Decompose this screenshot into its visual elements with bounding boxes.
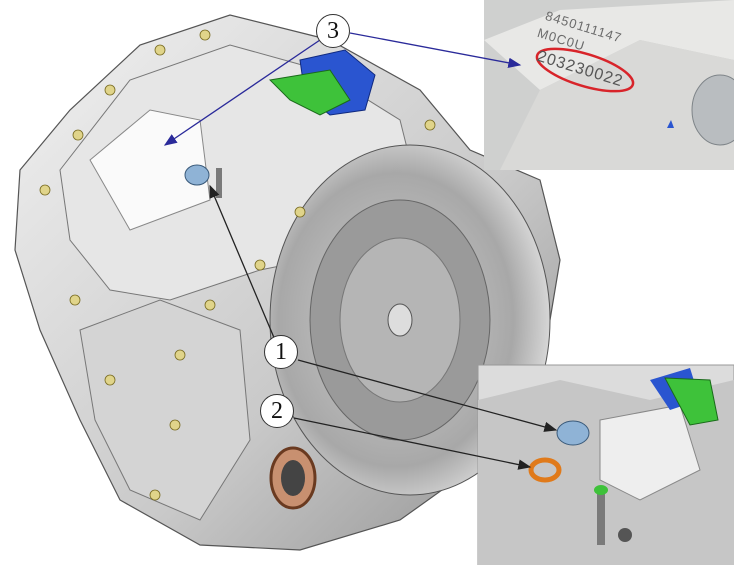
bolts [39, 29, 436, 501]
mount-bracket [268, 49, 376, 116]
callout-3: 3 [316, 14, 350, 48]
callout-2: 2 [260, 394, 294, 428]
output-seal [269, 446, 317, 510]
washer [528, 457, 562, 483]
drain-plug-detail [477, 364, 734, 565]
serial-highlight-circle [535, 47, 635, 93]
fill-plug [184, 164, 222, 198]
serial-number-photo [484, 0, 734, 170]
callout-1: 1 [264, 335, 298, 369]
